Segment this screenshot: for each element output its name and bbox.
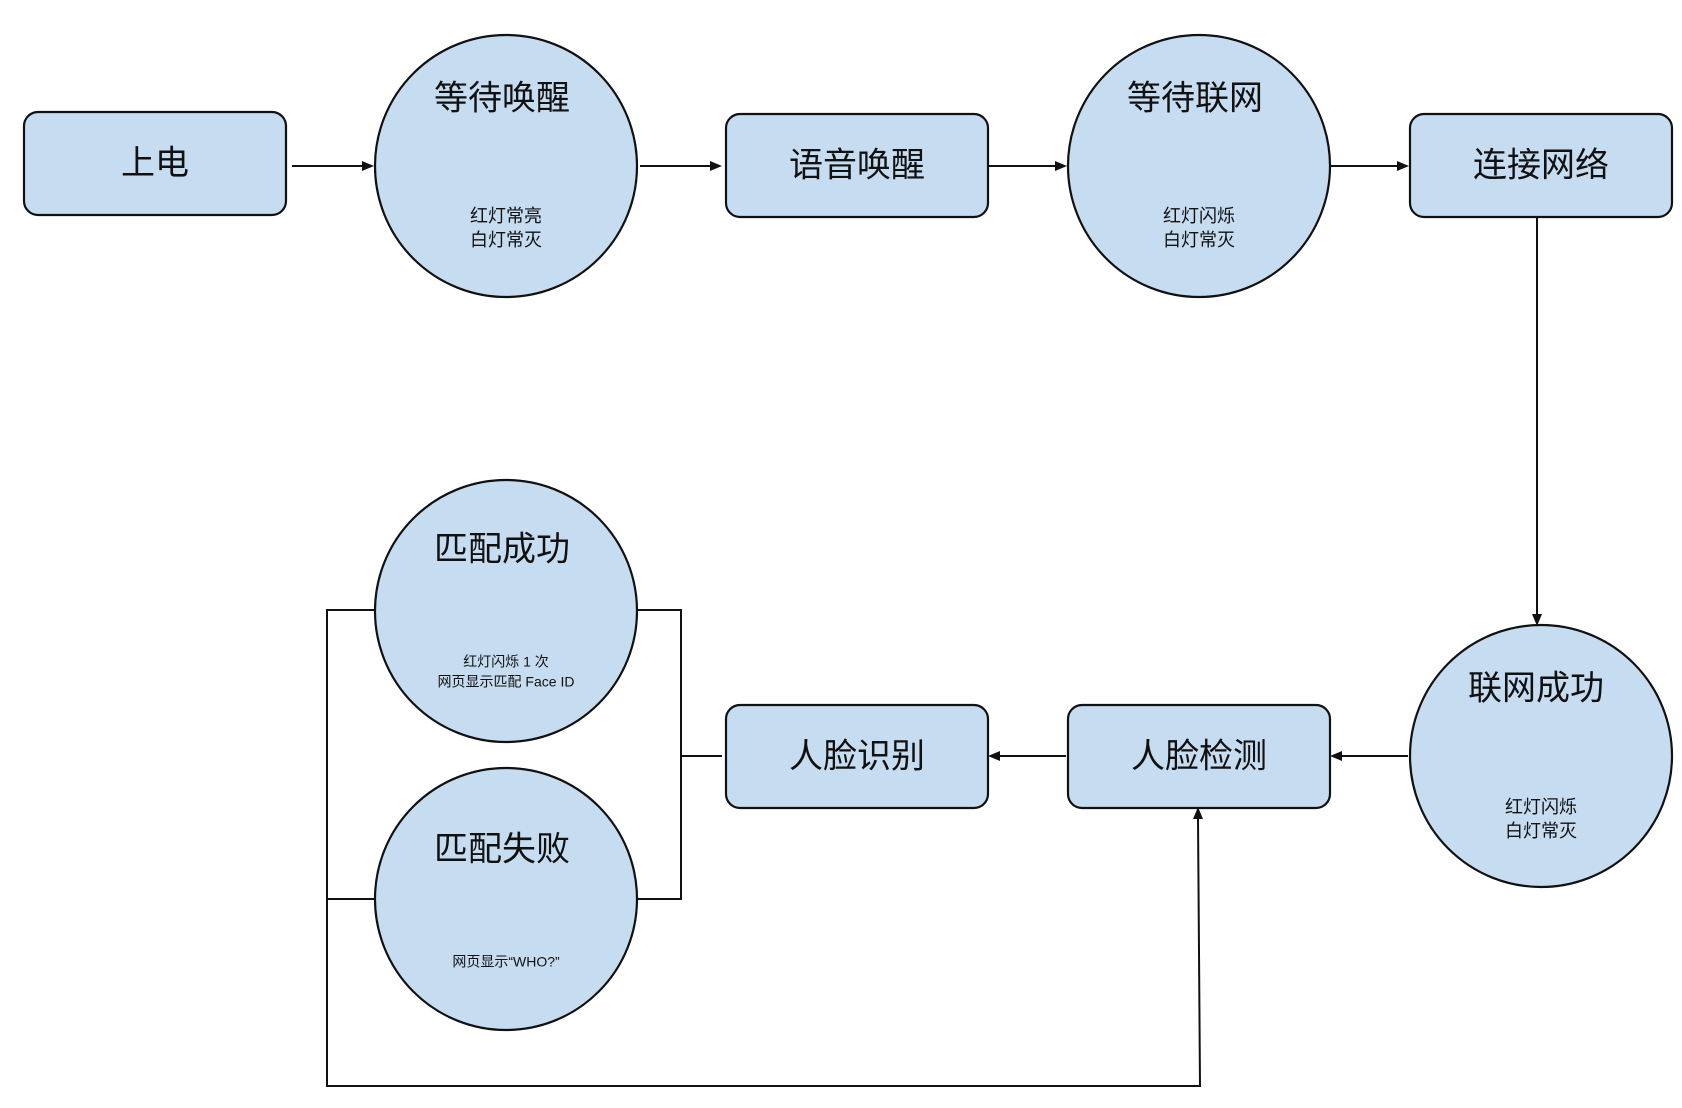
- voice-wake-label: 语音唤醒: [789, 146, 925, 186]
- arrowhead-wait-network: [1055, 161, 1067, 171]
- node-match-success: 匹配成功 红灯闪烁 1 次 网页显示匹配 Face ID: [373, 478, 639, 744]
- face-recognize-label: 人脸识别: [789, 737, 925, 777]
- bracket-left: [326, 609, 374, 900]
- network-success-title: 联网成功: [1468, 669, 1604, 709]
- network-success-circle: [1408, 623, 1674, 889]
- voice-wake-box: [724, 112, 990, 219]
- face-detect-label: 人脸检测: [1131, 737, 1267, 777]
- connect-network-label: 连接网络: [1473, 146, 1609, 186]
- node-wait-wake: 等待唤醒 红灯常亮 白灯常灭: [373, 33, 639, 299]
- bracket-right: [638, 609, 682, 900]
- match-success-note-line2: 网页显示匹配 Face ID: [438, 674, 575, 690]
- match-fail-title: 匹配失败: [434, 830, 570, 870]
- arrowhead-connect-network: [1397, 161, 1409, 171]
- edges: [292, 161, 1542, 1087]
- connect-network-box: [1408, 112, 1674, 219]
- node-face-detect: 人脸检测: [1066, 703, 1332, 810]
- arrowhead-voice-wake: [710, 161, 722, 171]
- arrowhead-wait-wake: [362, 161, 374, 171]
- arrowhead-network-success: [1532, 614, 1542, 626]
- arrowhead-face-recognize: [988, 751, 1000, 761]
- match-success-circle: [373, 478, 639, 744]
- arrowhead-face-detect: [1330, 751, 1342, 761]
- match-fail-circle: [373, 766, 639, 1032]
- node-connect-network: 连接网络: [1408, 112, 1674, 219]
- node-face-recognize: 人脸识别: [724, 703, 990, 810]
- network-success-note-line1: 红灯闪烁: [1505, 797, 1577, 818]
- face-recognize-box: [724, 703, 990, 810]
- wait-network-note-line1: 红灯闪烁: [1163, 206, 1235, 227]
- node-power-on: 上电: [22, 110, 288, 217]
- node-match-fail: 匹配失败 网页显示“WHO?”: [373, 766, 639, 1032]
- wait-wake-circle: [373, 33, 639, 299]
- network-success-note-line2: 白灯常灭: [1505, 821, 1577, 842]
- arrowhead-loop-back: [1193, 807, 1203, 819]
- match-success-title: 匹配成功: [434, 530, 570, 570]
- node-voice-wake: 语音唤醒: [724, 112, 990, 219]
- edge-loop-back-to-face-detect: [326, 817, 1202, 1087]
- wait-network-note-line2: 白灯常灭: [1163, 230, 1235, 251]
- match-fail-note-line1: 网页显示“WHO?”: [452, 954, 560, 970]
- wait-network-title: 等待联网: [1127, 79, 1263, 119]
- power-on-box: [22, 110, 288, 217]
- node-wait-network: 等待联网 红灯闪烁 白灯常灭: [1066, 33, 1332, 299]
- node-network-success: 联网成功 红灯闪烁 白灯常灭: [1408, 623, 1674, 889]
- power-on-label: 上电: [121, 144, 189, 184]
- wait-wake-title: 等待唤醒: [434, 79, 570, 119]
- face-detect-box: [1066, 703, 1332, 810]
- wait-network-circle: [1066, 33, 1332, 299]
- match-success-note-line1: 红灯闪烁 1 次: [463, 654, 549, 670]
- wait-wake-note-line2: 白灯常灭: [470, 230, 542, 251]
- wait-wake-note-line1: 红灯常亮: [470, 206, 542, 227]
